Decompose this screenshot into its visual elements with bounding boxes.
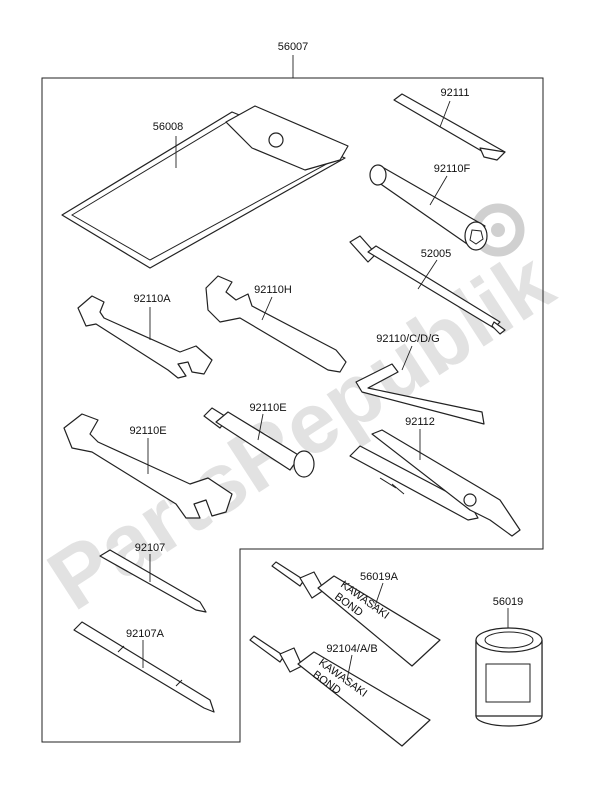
label-92112: 92112 bbox=[405, 416, 435, 428]
label-92110E-wrench: 92110E bbox=[129, 425, 166, 437]
label-52005: 52005 bbox=[421, 248, 452, 260]
socket-wrench bbox=[203, 407, 315, 478]
open-end-wrench-small bbox=[77, 295, 213, 379]
extension-bar bbox=[393, 93, 506, 161]
label-92107: 92107 bbox=[135, 542, 166, 554]
box-wrench bbox=[369, 164, 488, 251]
label-56008: 56008 bbox=[153, 121, 184, 133]
tool-pouch bbox=[61, 105, 349, 269]
label-92110F: 92110F bbox=[434, 163, 471, 175]
label-56019: 56019 bbox=[493, 596, 524, 608]
label-92110E-socket: 92110E bbox=[249, 402, 286, 414]
grease-can bbox=[475, 627, 543, 727]
label-92110H: 92110H bbox=[254, 284, 292, 296]
screwdriver bbox=[349, 235, 506, 335]
hex-key bbox=[355, 363, 485, 425]
watermark-text: PartsRepublik bbox=[32, 233, 569, 629]
double-ended-screwdriver bbox=[73, 621, 215, 713]
pliers bbox=[349, 429, 521, 537]
pin-spanner-wrench bbox=[205, 275, 347, 373]
watermark: PartsRepublik bbox=[32, 233, 569, 629]
label-92110CDG: 92110/C/D/G bbox=[376, 333, 439, 345]
label-92104AB: 92104/A/B bbox=[326, 643, 377, 655]
label-92107A: 92107A bbox=[126, 628, 165, 640]
label-56007: 56007 bbox=[278, 41, 309, 53]
label-92110A: 92110A bbox=[133, 293, 171, 305]
label-92111: 92111 bbox=[441, 87, 470, 99]
driver-bit bbox=[99, 549, 207, 613]
label-56019A: 56019A bbox=[360, 571, 399, 583]
kit-frame bbox=[41, 77, 544, 743]
